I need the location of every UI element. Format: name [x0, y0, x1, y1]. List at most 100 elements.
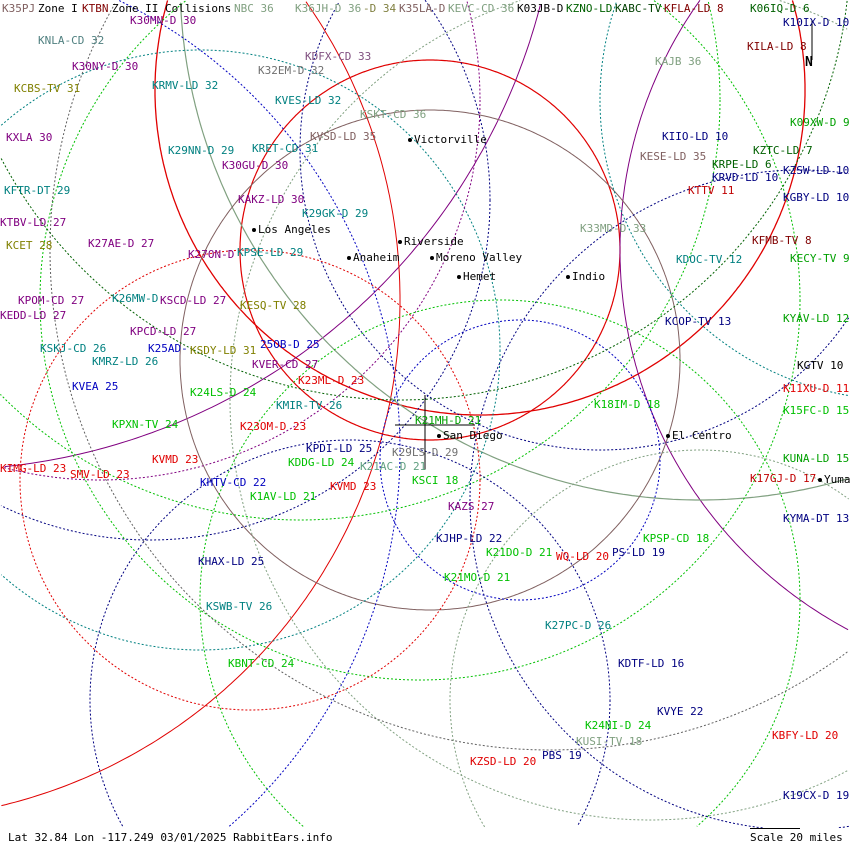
station-label[interactable]: K29LS-D 29	[392, 446, 459, 459]
station-label[interactable]: KVSD-LD 35	[310, 130, 377, 143]
station-label[interactable]: -D 34	[363, 2, 397, 15]
station-label[interactable]: KDDG-LD 24	[288, 456, 355, 469]
station-label[interactable]: K35PJ	[2, 2, 36, 15]
station-label[interactable]: K27AE-D 27	[88, 237, 155, 250]
station-label[interactable]: KJHP-LD 22	[436, 532, 503, 545]
station-label[interactable]: KILA-LD 8	[747, 40, 807, 53]
station-label[interactable]: KDFX-CD 33	[305, 50, 372, 63]
station-label[interactable]: K33MD-D 33	[580, 222, 647, 235]
station-label[interactable]: KSKJ-CD 26	[40, 342, 107, 355]
station-label[interactable]: KFTR-DT 29	[4, 184, 71, 197]
station-label[interactable]: KEDD-LD 27	[0, 309, 67, 322]
station-label[interactable]: K11XU-D 11	[783, 382, 850, 395]
station-label[interactable]: K21AC-D 21	[360, 460, 427, 473]
station-label[interactable]: PBS 19	[542, 749, 582, 762]
station-label[interactable]: KPSP-CD 18	[643, 532, 710, 545]
station-label[interactable]: KCOP-TV 13	[665, 315, 732, 328]
station-label[interactable]: KMRZ-LD 26	[92, 355, 159, 368]
station-label[interactable]: K17GJ-D 17	[750, 472, 817, 485]
station-label[interactable]: K23OM-D 23	[240, 420, 307, 433]
station-label[interactable]: K21DO-D 21	[486, 546, 553, 559]
station-label[interactable]: K30NY-D 30	[72, 60, 139, 73]
station-label[interactable]: KGBY-LD 10	[783, 191, 850, 204]
station-label[interactable]: SMV-LD 23	[70, 468, 130, 481]
station-label[interactable]: KESE-LD 35	[640, 150, 707, 163]
station-label[interactable]: K06IQ-D 6	[750, 2, 810, 15]
station-label[interactable]: KRPE-LD 6	[712, 158, 772, 171]
station-label[interactable]: KZSD-LD 20	[470, 755, 537, 768]
station-label[interactable]: KPCD-LD 27	[130, 325, 197, 338]
station-label[interactable]: K19CX-D 19	[783, 789, 850, 802]
station-label[interactable]: KRVD-LD 10	[712, 171, 779, 184]
station-label[interactable]: K27PC-D 26	[545, 619, 612, 632]
station-label[interactable]: K29NN-D 29	[168, 144, 235, 157]
station-label[interactable]: KGTV 10	[797, 359, 844, 372]
station-label[interactable]: KECY-TV 9	[790, 252, 850, 265]
station-label[interactable]: KCET 28	[6, 239, 53, 252]
station-label[interactable]: KUNA-LD 15	[783, 452, 850, 465]
station-label[interactable]: KVMD 23	[330, 480, 377, 493]
station-label[interactable]: KDTF-LD 16	[618, 657, 685, 670]
station-label[interactable]: K24NI-D 24	[585, 719, 652, 732]
station-label[interactable]: NBC 36	[234, 2, 274, 15]
station-label[interactable]: KYAV-LD 12	[783, 312, 850, 325]
station-label[interactable]: K35LA-D	[399, 2, 446, 15]
station-label[interactable]: KHTV-CD 22	[200, 476, 267, 489]
station-label[interactable]: K30GU-D 30	[222, 159, 289, 172]
station-label[interactable]: KIMG-LD 23	[0, 462, 67, 475]
station-label[interactable]: KVYE 22	[657, 705, 704, 718]
station-label[interactable]: K36JH-D 36	[295, 2, 362, 15]
station-label[interactable]: KVER-CD 27	[252, 358, 319, 371]
station-label[interactable]: 25OB-D 25	[260, 338, 320, 351]
station-label[interactable]: K29GK-D 29	[302, 207, 369, 220]
station-label[interactable]: K26MW-D	[112, 292, 159, 305]
station-label[interactable]: WQ-LD 20	[556, 550, 609, 563]
station-label[interactable]: KFLA-LD 8	[664, 2, 724, 15]
station-label[interactable]: KEVC-CD 36	[448, 2, 515, 15]
station-label[interactable]: KPOM-CD 27	[18, 294, 85, 307]
station-label[interactable]: K09XW-D 9	[790, 116, 850, 129]
station-label[interactable]: KVES-LD 32	[275, 94, 342, 107]
station-label[interactable]: KUSI-TV 18	[576, 735, 643, 748]
station-label[interactable]: KXLA 30	[6, 131, 53, 144]
station-label[interactable]: KAKZ-LD 30	[238, 193, 305, 206]
station-label[interactable]: K1AV-LD 21	[250, 490, 317, 503]
station-label[interactable]: K18IM-D 18	[594, 398, 661, 411]
station-label[interactable]: KVEA 25	[72, 380, 119, 393]
station-label[interactable]: K21MH-D 21	[415, 414, 482, 427]
station-label[interactable]: KZSW-LD 10	[783, 164, 850, 177]
station-label[interactable]: K10IX-D 10	[783, 16, 850, 29]
station-label[interactable]: K25AD-	[148, 342, 188, 355]
station-label[interactable]: KSCD-LD 27	[160, 294, 227, 307]
station-label[interactable]: KHAX-LD 25	[198, 555, 265, 568]
station-label[interactable]: KPXN-TV 24	[112, 418, 179, 431]
station-label[interactable]: KBNT-CD 24	[228, 657, 295, 670]
station-label[interactable]: KTTV 11	[688, 184, 735, 197]
station-label[interactable]: KDOC-TV 12	[676, 253, 743, 266]
station-label[interactable]: KNLA-CD 32	[38, 34, 105, 47]
station-label[interactable]: KZNO-LD	[566, 2, 613, 15]
station-label[interactable]: KYMA-DT 13	[783, 512, 850, 525]
station-label[interactable]: KSDY-LD 31	[190, 344, 257, 357]
station-label[interactable]: KTBN	[82, 2, 109, 15]
station-label[interactable]: KSKT-CD 36	[360, 108, 427, 121]
station-label[interactable]: K03JB-D	[517, 2, 564, 15]
station-label[interactable]: KRET-CD 31	[252, 142, 319, 155]
station-label[interactable]: K30MN-D 30	[130, 14, 197, 27]
station-label[interactable]: K23ML-D 23	[298, 374, 365, 387]
station-label[interactable]: KSWB-TV 26	[206, 600, 273, 613]
station-label[interactable]: K27ON-D	[188, 248, 235, 261]
station-label[interactable]: K15FC-D 15	[783, 404, 850, 417]
station-label[interactable]: KTBV-LD 27	[0, 216, 67, 229]
station-label[interactable]: KBFY-LD 20	[772, 729, 839, 742]
station-label[interactable]: KESQ-TV 28	[240, 299, 307, 312]
station-label[interactable]: KZTC-LD 7	[753, 144, 813, 157]
station-label[interactable]: KRMV-LD 32	[152, 79, 219, 92]
station-label[interactable]: K24LS-D 24	[190, 386, 257, 399]
station-label[interactable]: KFMB-TV 8	[752, 234, 812, 247]
station-label[interactable]: K21MO-D 21	[444, 571, 511, 584]
station-label[interactable]: KAJB 36	[655, 55, 702, 68]
station-label[interactable]: K32EM-D 32	[258, 64, 325, 77]
station-label[interactable]: KPSE-LD 29	[237, 246, 304, 259]
